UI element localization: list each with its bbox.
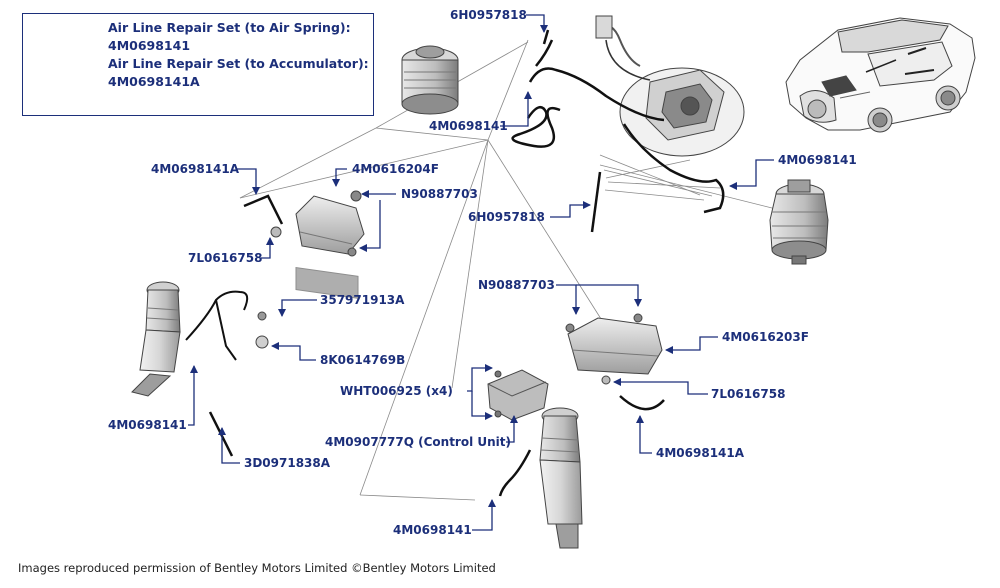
strut-icon-front-left: [131, 281, 269, 457]
label-4M0616204F[interactable]: 4M0616204F: [352, 162, 439, 176]
legend-box: [22, 13, 374, 116]
legend-line-3: Air Line Repair Set (to Accumulator):: [108, 56, 369, 71]
callout-arrows: [188, 14, 774, 531]
legend-line-2: 4M0698141: [108, 38, 191, 53]
copyright-footer: Images reproduced permission of Bentley …: [18, 561, 496, 575]
label-3D0971838A[interactable]: 3D0971838A: [244, 456, 331, 470]
label-6H0957818-mid[interactable]: 6H0957818: [468, 210, 545, 224]
label-4M0698141A-left[interactable]: 4M0698141A: [151, 162, 240, 176]
label-7L0616758-left[interactable]: 7L0616758: [188, 251, 263, 265]
label-7L0616758-right[interactable]: 7L0616758: [711, 387, 786, 401]
air-line-top: [511, 29, 725, 233]
car-icon: [785, 17, 976, 133]
strut-icon-front-right: [498, 407, 583, 549]
label-N90887703-left[interactable]: N90887703: [401, 187, 478, 201]
label-4M0907777Q[interactable]: 4M0907777Q (Control Unit): [325, 435, 512, 449]
label-4M0698141-mid[interactable]: 4M0698141: [429, 119, 508, 133]
label-4M0698141A-right[interactable]: 4M0698141A: [656, 446, 745, 460]
label-4M0698141-bottom[interactable]: 4M0698141: [393, 523, 472, 537]
compressor-icon: [595, 15, 745, 157]
label-4M0698141-right[interactable]: 4M0698141: [778, 153, 857, 167]
label-357971913A[interactable]: 357971913A: [320, 293, 405, 307]
accumulator-icon-right: [565, 313, 665, 411]
legend-line-4: 4M0698141A: [108, 74, 200, 89]
leader-lines: [239, 39, 781, 501]
label-N90887703-right[interactable]: N90887703: [478, 278, 555, 292]
accumulator-icon-left: [243, 190, 365, 299]
control-unit-icon: [487, 369, 549, 421]
label-4M0698141-left[interactable]: 4M0698141: [108, 418, 187, 432]
air-spring-icon-rear-right: [769, 179, 829, 265]
legend-line-1: Air Line Repair Set (to Air Spring):: [108, 20, 351, 35]
label-6H0957818-top[interactable]: 6H0957818: [450, 8, 527, 22]
air-spring-icon-rear-left: [401, 45, 459, 115]
label-4M0616203F[interactable]: 4M0616203F: [722, 330, 809, 344]
label-WHT006925[interactable]: WHT006925 (x4): [340, 384, 453, 398]
legend-text: Air Line Repair Set (to Air Spring): 4M0…: [108, 19, 369, 91]
label-8K0614769B[interactable]: 8K0614769B: [320, 353, 406, 367]
